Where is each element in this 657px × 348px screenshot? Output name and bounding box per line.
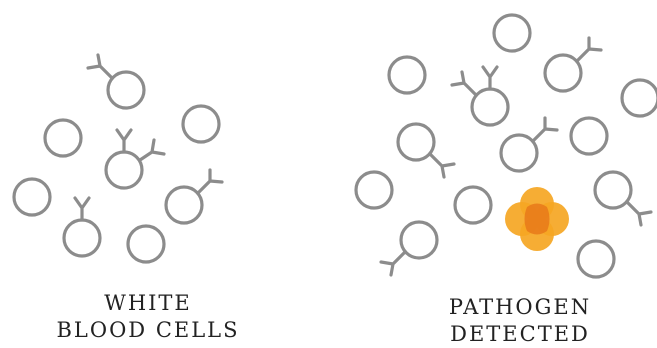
white-blood-cell-icon [104, 128, 166, 190]
caption-right-line2: DETECTED [450, 322, 590, 346]
white-blood-cell-icon [379, 220, 439, 277]
caption-left-line1: WHITE [104, 291, 192, 315]
white-blood-cell-icon [543, 36, 603, 93]
caption-white-blood-cells: WHITE BLOOD CELLS [28, 290, 268, 344]
caption-right-line1: PATHOGEN [448, 295, 592, 319]
caption-left-line2: BLOOD CELLS [56, 318, 240, 342]
white-blood-cell-icon [620, 78, 657, 118]
white-blood-cell-icon [354, 170, 394, 210]
white-blood-cell-icon [387, 55, 427, 95]
white-blood-cell-icon [86, 53, 146, 110]
white-blood-cell-icon [450, 65, 510, 127]
white-blood-cell-icon [576, 239, 616, 279]
pathogen-icon [505, 187, 569, 251]
white-blood-cell-icon [453, 185, 493, 225]
white-blood-cell-icon [62, 196, 102, 258]
white-blood-cell-icon [126, 224, 166, 264]
white-blood-cell-icon [569, 116, 609, 156]
white-blood-cell-icon [492, 13, 532, 53]
white-blood-cell-icon [12, 177, 52, 217]
white-blood-cell-icon [181, 104, 221, 144]
white-blood-cells-group [12, 53, 224, 264]
white-blood-cell-icon [593, 170, 653, 227]
pathogen-detected-group [354, 13, 657, 279]
white-blood-cell-icon [396, 122, 456, 179]
white-blood-cell-icon [43, 118, 83, 158]
white-blood-cell-icon [499, 116, 559, 173]
caption-pathogen-detected: PATHOGEN DETECTED [400, 294, 640, 348]
white-blood-cell-icon [164, 168, 224, 225]
